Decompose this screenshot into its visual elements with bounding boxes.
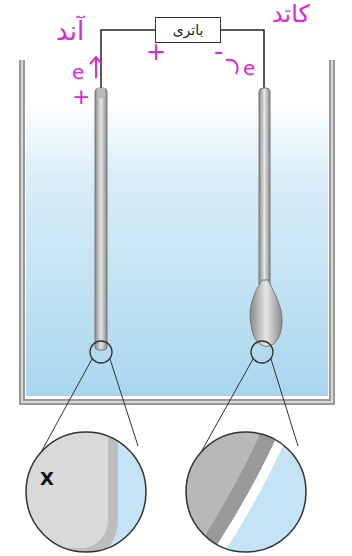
electrode-letter: X — [40, 470, 54, 488]
electron-arrow — [226, 60, 238, 74]
anode-note: آند — [56, 18, 84, 44]
zoom-line — [271, 359, 298, 446]
plus-sign: + — [146, 40, 166, 64]
plus-sign: + — [72, 86, 90, 108]
zoom-spot — [90, 341, 112, 363]
cathode-note: کاتد — [272, 2, 310, 26]
rod-clamp — [97, 88, 105, 98]
beaker — [22, 60, 332, 402]
solution — [26, 100, 328, 396]
minus-sign: - — [214, 38, 223, 64]
electron-symbol: e — [243, 58, 255, 78]
electron-symbol: e — [72, 62, 84, 82]
zoom-line — [110, 359, 138, 446]
electron-arrow — [90, 57, 102, 78]
wire — [221, 30, 264, 90]
magnified-cathode — [186, 432, 306, 552]
magnified-anode — [26, 432, 146, 552]
beaker-highlight — [22, 60, 332, 402]
anode-rod — [95, 88, 107, 350]
zoom-spot — [251, 341, 273, 363]
spoon-bowl — [250, 280, 282, 346]
battery-label: باتری — [173, 22, 204, 38]
spoon-handle — [259, 88, 270, 288]
